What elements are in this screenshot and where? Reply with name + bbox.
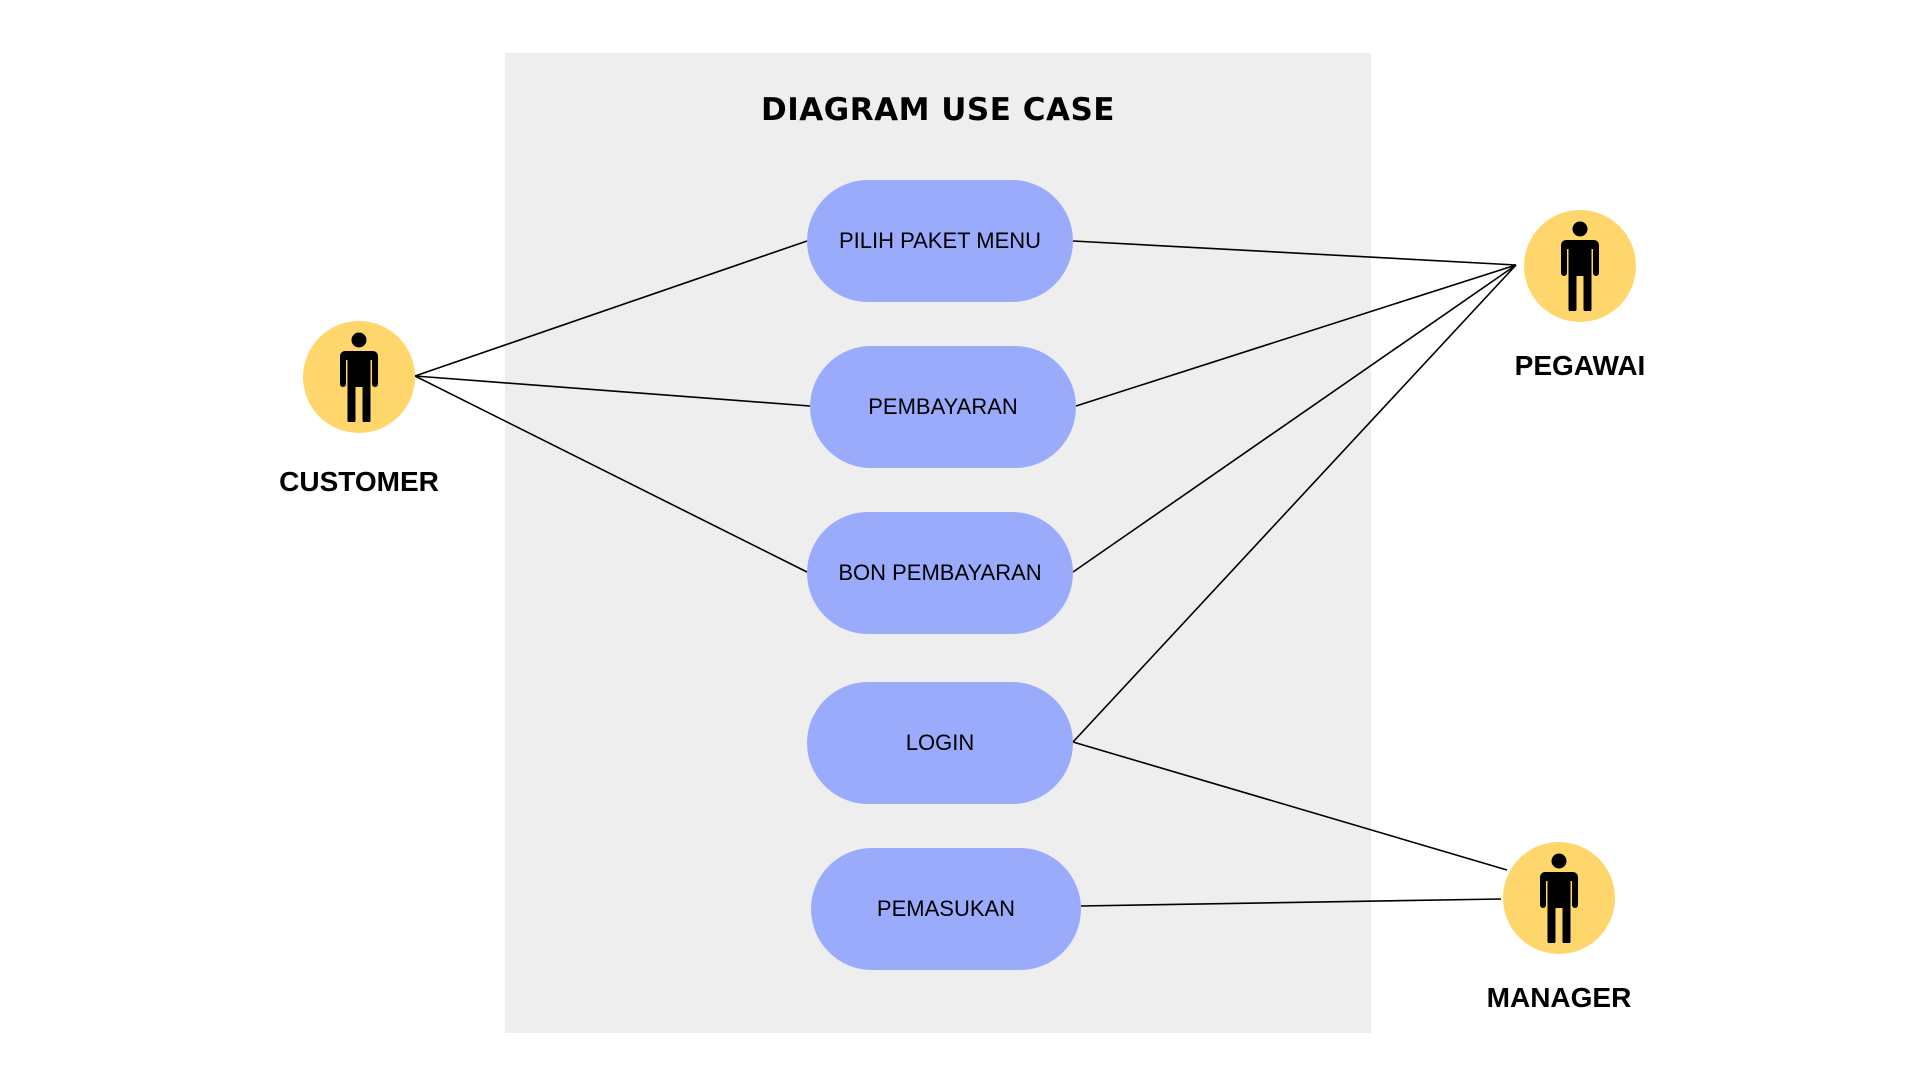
association-line-pegawai-pilih [1072,240,1517,266]
use-case-bon-pembayaran: BON PEMBAYARAN [807,512,1073,634]
use-case-label: BON PEMBAYARAN [838,560,1042,585]
use-case-pilih-paket-menu: PILIH PAKET MENU [807,180,1073,302]
use-case-login: LOGIN [807,682,1073,804]
diagram-title: DIAGRAM USE CASE [761,92,1115,128]
use-case-label: PEMBAYARAN [868,394,1018,419]
actor-label-pegawai: PEGAWAI [1514,350,1646,381]
use-case-pemasukan: PEMASUKAN [811,848,1081,970]
association-line-customer-bon [414,375,808,573]
person-icon [1561,221,1599,311]
use-case-label: PEMASUKAN [876,896,1016,921]
use-case-label: PILIH PAKET MENU [838,228,1042,253]
association-line-pegawai-bon [1072,264,1517,573]
person-icon [1540,853,1578,943]
actor-customer [303,321,415,433]
actor-pegawai [1524,210,1636,322]
association-line-pegawai-pembayaran [1075,264,1517,407]
person-icon [340,332,378,422]
use-case-label: LOGIN [905,730,975,755]
actor-manager [1503,842,1615,954]
association-line-pegawai-login [1072,264,1517,743]
association-line-manager-pemasukan [1080,898,1502,907]
association-line-customer-pembayaran [414,375,811,407]
association-line-customer-pilih [414,240,808,377]
association-line-manager-login [1072,741,1508,871]
actor-label-customer: CUSTOMER [279,466,439,497]
use-case-pembayaran: PEMBAYARAN [810,346,1076,468]
actor-label-manager: MANAGER [1486,982,1632,1013]
